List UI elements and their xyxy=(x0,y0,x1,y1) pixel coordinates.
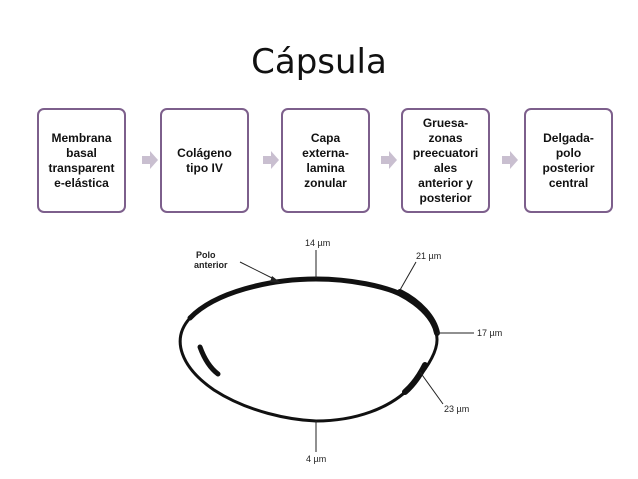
capsule-thick-left xyxy=(197,344,221,377)
measure-line-upper-right xyxy=(399,261,417,291)
arrow-icon xyxy=(263,151,279,169)
measure-label-upper-right: 21 µm xyxy=(416,251,441,261)
step-box-membrana-basal: Membrana basal transparent e-elástica xyxy=(37,108,126,213)
pole-label: Polo xyxy=(196,250,216,260)
step-box-gruesa: Gruesa- zonas preecuatori ales anterior … xyxy=(401,108,490,213)
measure-label-lower-right: 23 µm xyxy=(444,404,469,414)
page-title: Cápsula xyxy=(251,42,387,82)
measure-label-bottom: 4 µm xyxy=(306,454,326,464)
measure-label-top: 14 µm xyxy=(305,238,330,248)
capsule-thick-equator-right xyxy=(397,289,440,336)
measure-label-right: 17 µm xyxy=(477,328,502,338)
step-box-capa-externa: Capa externa- lamina zonular xyxy=(281,108,370,213)
measure-line-lower-right xyxy=(419,371,444,405)
pole-pointer-arrowhead xyxy=(270,276,281,283)
capsule-thick-posterior-right xyxy=(402,362,428,395)
pole-label-anterior: anterior xyxy=(194,260,228,270)
step-box-delgada: Delgada- polo posterior central xyxy=(524,108,613,213)
pole-pointer-line xyxy=(239,261,277,281)
step-box-colageno: Colágeno tipo IV xyxy=(160,108,249,213)
arrow-icon xyxy=(142,151,158,169)
arrow-icon xyxy=(502,151,518,169)
capsule-thick-anterior xyxy=(187,276,408,321)
arrow-icon xyxy=(381,151,397,169)
